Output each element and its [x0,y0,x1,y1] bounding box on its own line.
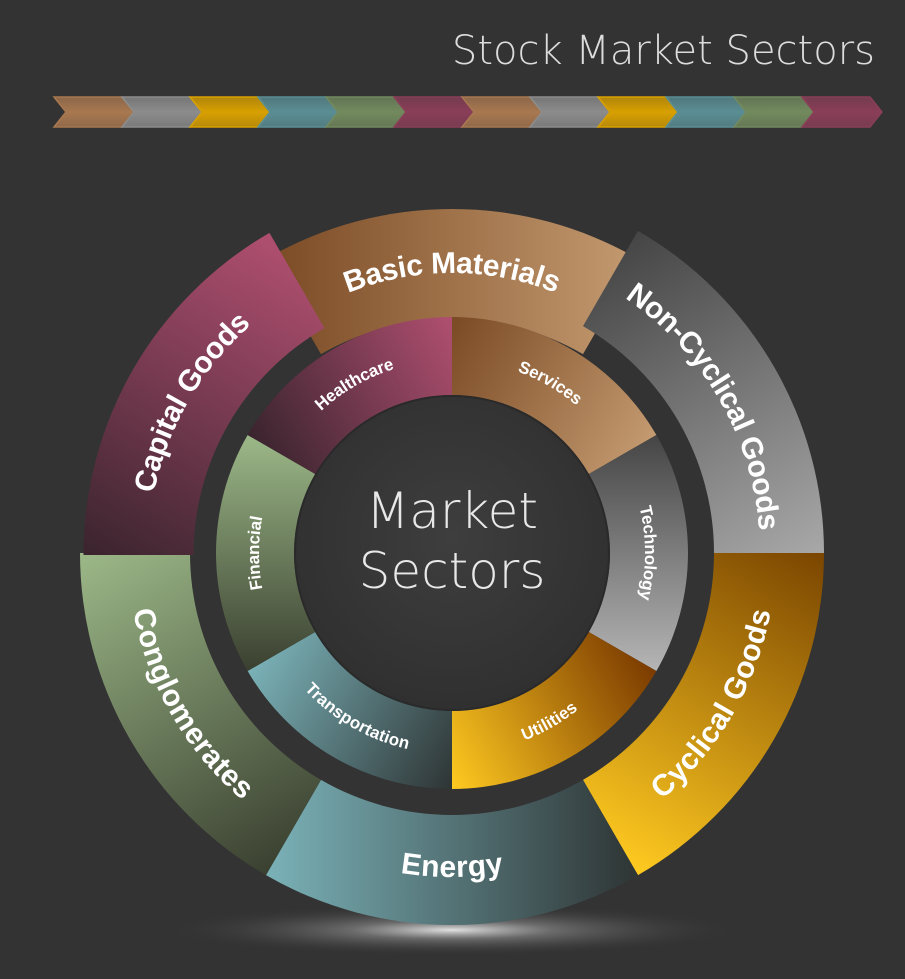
outer-segment-capital-goods [83,232,325,555]
inner-segment-utilities [452,632,657,789]
arrow-chevron-10 [664,96,747,128]
arrow-chevron-1 [52,96,135,128]
floor-glow [162,904,742,956]
arrow-chevron-12 [800,96,883,128]
center-title-line2: Sectors [359,542,546,600]
arrow-chevron-4 [256,96,339,128]
inner-segment-services [452,317,657,474]
outer-segment-cyclical-goods [583,553,824,876]
outer-segment-conglomerates [80,553,321,876]
arrow-chevron-7 [460,96,543,128]
page-title: Stock Market Sectors [452,28,875,74]
outer-segment-energy [266,779,638,925]
arrow-chevron-6 [392,96,475,128]
arrow-chevron-5 [324,96,407,128]
arrow-chevron-11 [732,96,815,128]
arrow-chevron-8 [528,96,611,128]
center-title-line1: Market [366,482,538,540]
arrow-chevron-9 [596,96,679,128]
inner-segment-technology [588,435,688,671]
inner-segment-transportation [247,632,452,789]
outer-label-energy: Energy [399,847,505,884]
inner-label-financial: Financial [244,514,266,591]
center-disc [295,396,609,710]
outer-segment-non-cyclical-goods [583,230,824,553]
inner-segment-healthcare [247,317,452,474]
center-disc-rim [294,395,610,711]
outer-ring [80,208,824,925]
arrow-chevron-3 [188,96,271,128]
inner-ring [216,317,688,789]
arrow-chevron-2 [120,96,203,128]
arrow-strip [52,96,883,128]
inner-segment-financial [216,435,316,671]
outer-segment-basic-materials [266,208,638,355]
